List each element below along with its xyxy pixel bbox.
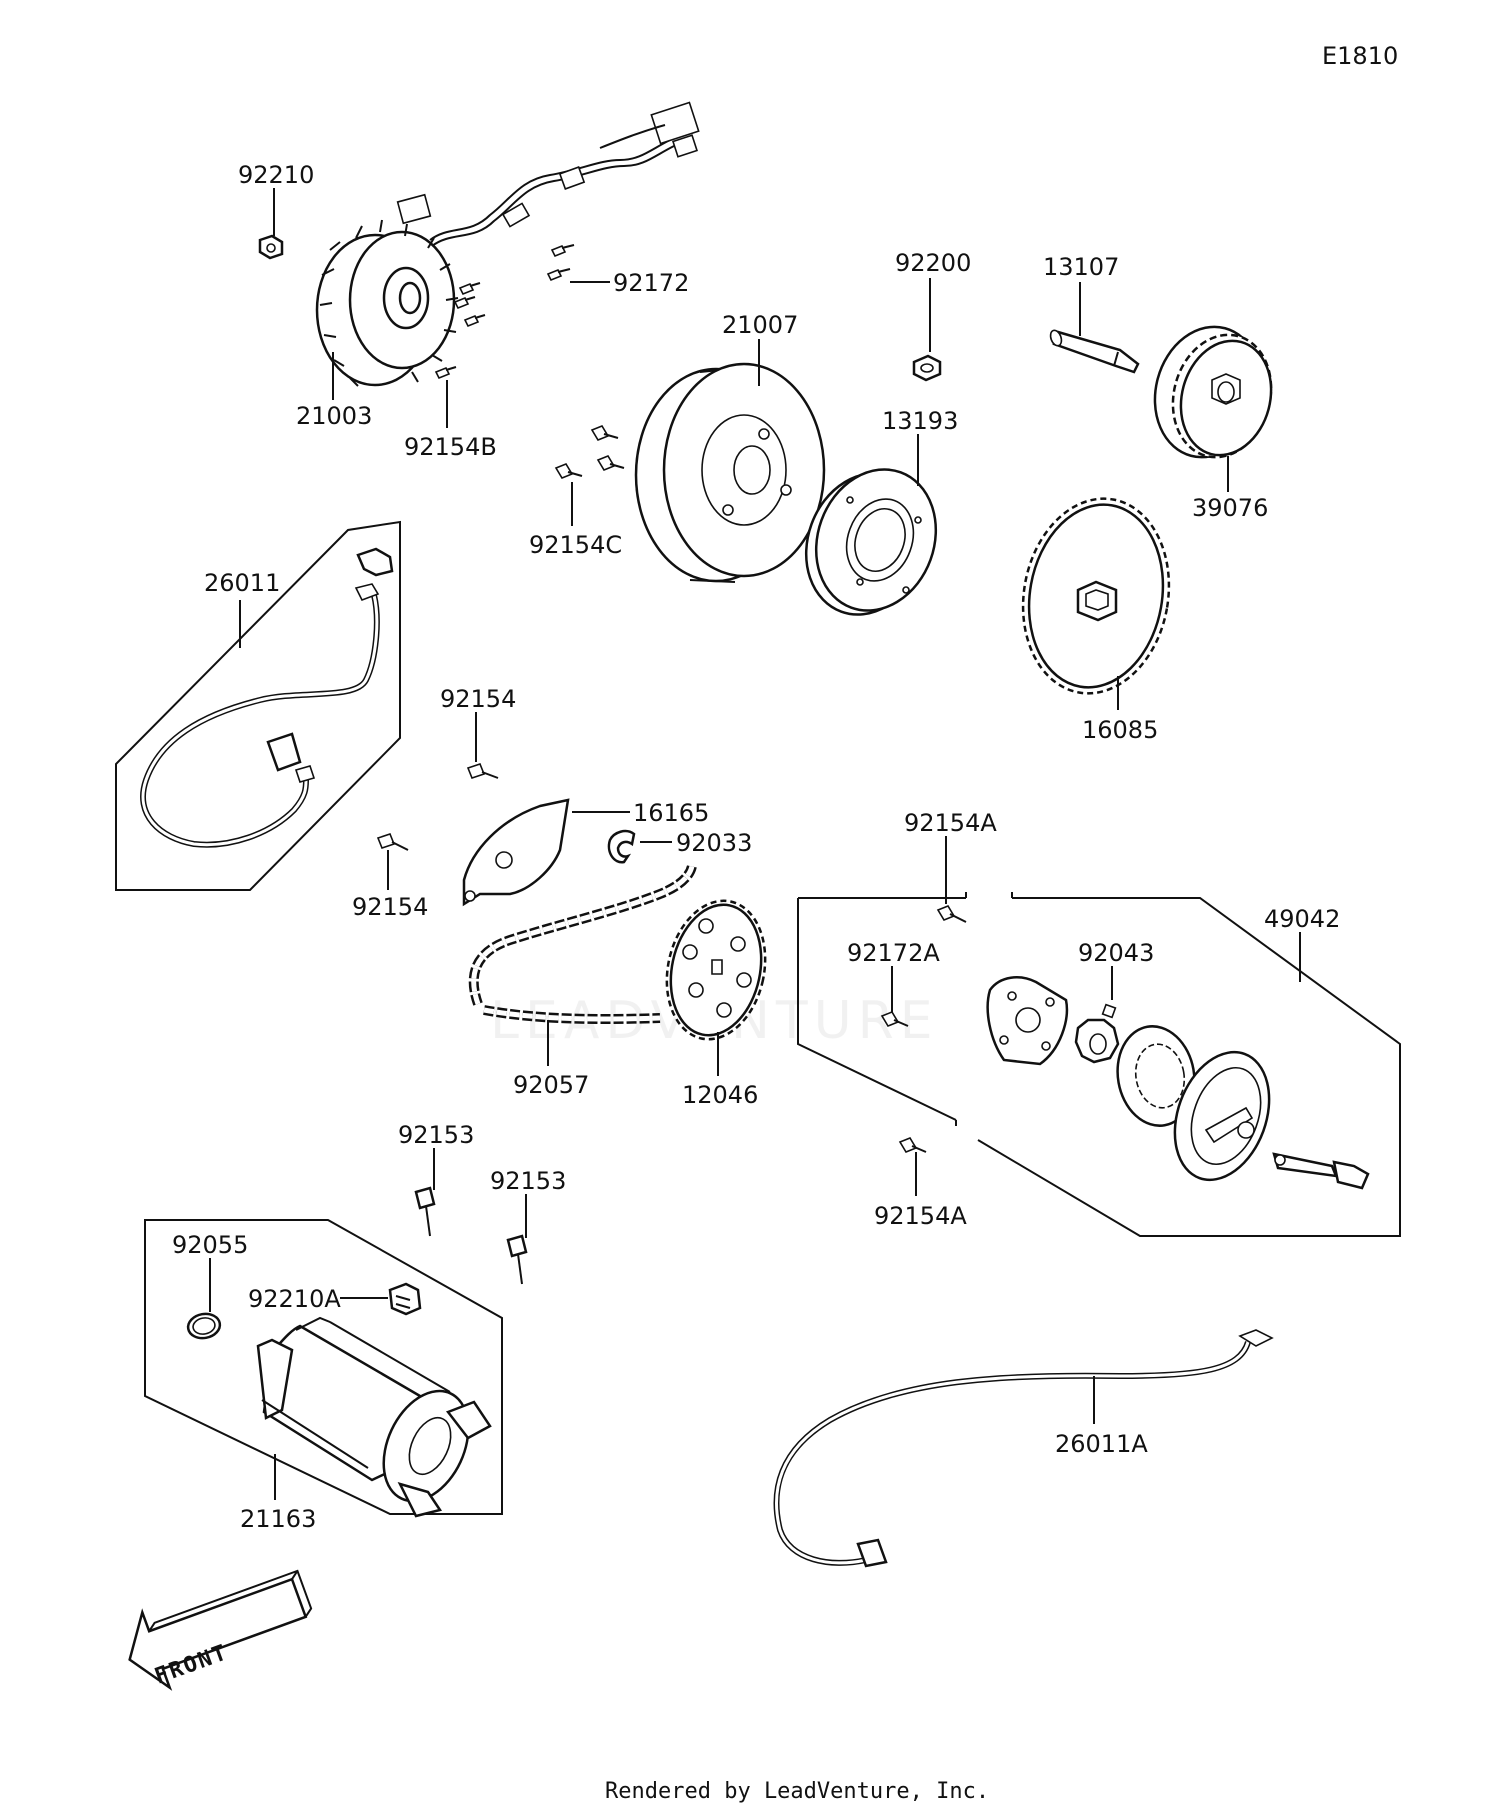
label-49042: 49042 <box>1264 905 1340 933</box>
starter-clutch-49042[interactable] <box>986 976 1370 1193</box>
label-26011A: 26011A <box>1055 1430 1148 1458</box>
cover-16165[interactable] <box>462 798 570 907</box>
label-92154-top: 92154 <box>440 685 516 713</box>
footer-credit: Rendered by LeadVenture, Inc. <box>605 1779 989 1804</box>
screws-92154B[interactable] <box>434 282 486 380</box>
box-49042-inner <box>965 892 1013 898</box>
box-49042 <box>797 897 1401 1237</box>
label-26011: 26011 <box>204 569 280 597</box>
cable-26011A[interactable] <box>773 1329 1274 1568</box>
label-92172A: 92172A <box>847 939 940 967</box>
label-39076: 39076 <box>1192 494 1268 522</box>
label-92033: 92033 <box>676 829 752 857</box>
chain-92057[interactable] <box>468 864 697 1025</box>
starter-motor-21163[interactable] <box>256 1316 492 1518</box>
label-92153-left: 92153 <box>398 1121 474 1149</box>
label-92154B: 92154B <box>404 433 497 461</box>
oring-92055[interactable] <box>186 1311 222 1340</box>
diagram-code: E1810 <box>1322 42 1398 70</box>
label-13107: 13107 <box>1043 253 1119 281</box>
label-16085: 16085 <box>1082 716 1158 744</box>
bolt-92153-right[interactable] <box>506 1234 528 1285</box>
label-92055: 92055 <box>172 1231 248 1259</box>
label-92154-bot: 92154 <box>352 893 428 921</box>
bolt-92154-bot[interactable] <box>376 833 409 851</box>
label-92154A-bot: 92154A <box>874 1202 967 1230</box>
bolt-92154-top[interactable] <box>466 763 499 779</box>
label-21003: 21003 <box>296 402 372 430</box>
label-92200: 92200 <box>895 249 971 277</box>
bolt-92153-left[interactable] <box>414 1186 436 1237</box>
label-21163: 21163 <box>240 1505 316 1533</box>
label-16165: 16165 <box>633 799 709 827</box>
label-92172: 92172 <box>613 269 689 297</box>
cable-26011[interactable] <box>140 547 394 848</box>
label-92154A-top: 92154A <box>904 809 997 837</box>
screws-92172[interactable] <box>546 244 575 282</box>
pin-92043[interactable] <box>1101 1003 1117 1019</box>
shaft-13107[interactable] <box>1049 329 1140 374</box>
gear-39076[interactable] <box>1141 315 1285 469</box>
nut-92210A[interactable] <box>388 1282 422 1316</box>
bolt-92154A-top[interactable] <box>936 905 967 923</box>
label-21007: 21007 <box>722 311 798 339</box>
label-92057: 92057 <box>513 1071 589 1099</box>
screws-92154C[interactable] <box>554 425 625 479</box>
sprocket-12046[interactable] <box>654 892 777 1049</box>
label-92210A: 92210A <box>248 1285 341 1313</box>
box-26011 <box>115 520 401 891</box>
label-92153-right: 92153 <box>490 1167 566 1195</box>
label-92043: 92043 <box>1078 939 1154 967</box>
screw-92172A[interactable] <box>880 1011 909 1027</box>
bolt-92154A-bot[interactable] <box>898 1137 927 1153</box>
label-92210: 92210 <box>238 161 314 189</box>
box-21163 <box>144 1219 503 1515</box>
washer-92200[interactable] <box>912 354 942 382</box>
nut-92210[interactable] <box>258 234 284 260</box>
sprocket-16085[interactable] <box>1008 487 1184 705</box>
stator-21003[interactable] <box>315 101 700 387</box>
rotor-21007[interactable] <box>634 362 826 583</box>
clutch-13193[interactable] <box>787 453 955 632</box>
label-13193: 13193 <box>882 407 958 435</box>
label-12046: 12046 <box>682 1081 758 1109</box>
front-arrow-icon <box>128 1569 313 1691</box>
clip-92033[interactable] <box>607 829 636 864</box>
label-92154C: 92154C <box>529 531 622 559</box>
